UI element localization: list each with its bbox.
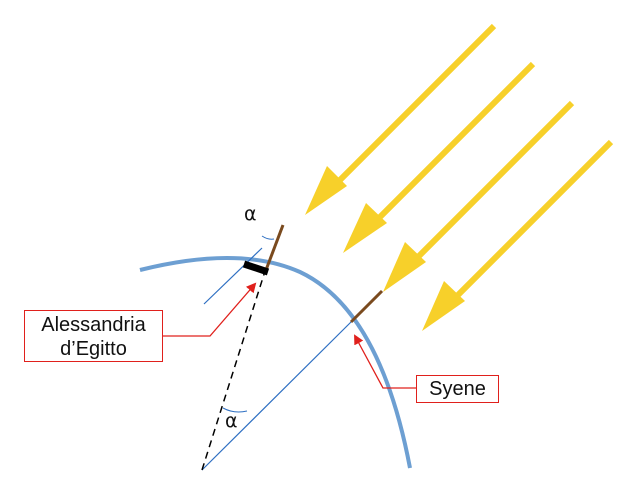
earth-surface-arc (139, 256, 412, 469)
alpha-label-center: α (225, 410, 238, 432)
syene-label: Syene (429, 378, 486, 400)
syene-radius-line (201, 321, 352, 471)
sun-ray-3 (383, 100, 575, 292)
alexandria-pointer-arrow (163, 282, 257, 337)
alexandria-radius-dashed (201, 267, 267, 471)
angle-arc-top (261, 235, 275, 240)
alexandria-shadow (242, 260, 270, 276)
angle-arc-center (222, 407, 248, 413)
syene-pointer-arrow (354, 334, 416, 389)
alexandria-label-box: Alessandria d’Egitto (24, 310, 163, 362)
sun-ray-4 (422, 139, 614, 331)
alexandria-label-line2: d’Egitto (60, 338, 127, 360)
sun-rays (305, 23, 614, 331)
sun-ray-1 (305, 23, 497, 215)
alexandria-ray-line (203, 247, 263, 305)
sun-ray-2 (343, 61, 536, 253)
alexandria-gnomon (264, 224, 285, 271)
syene-gnomon (349, 289, 384, 324)
alpha-label-top: α (244, 203, 257, 225)
syene-label-box: Syene (416, 375, 499, 403)
alexandria-label-line1: Alessandria (41, 314, 146, 336)
